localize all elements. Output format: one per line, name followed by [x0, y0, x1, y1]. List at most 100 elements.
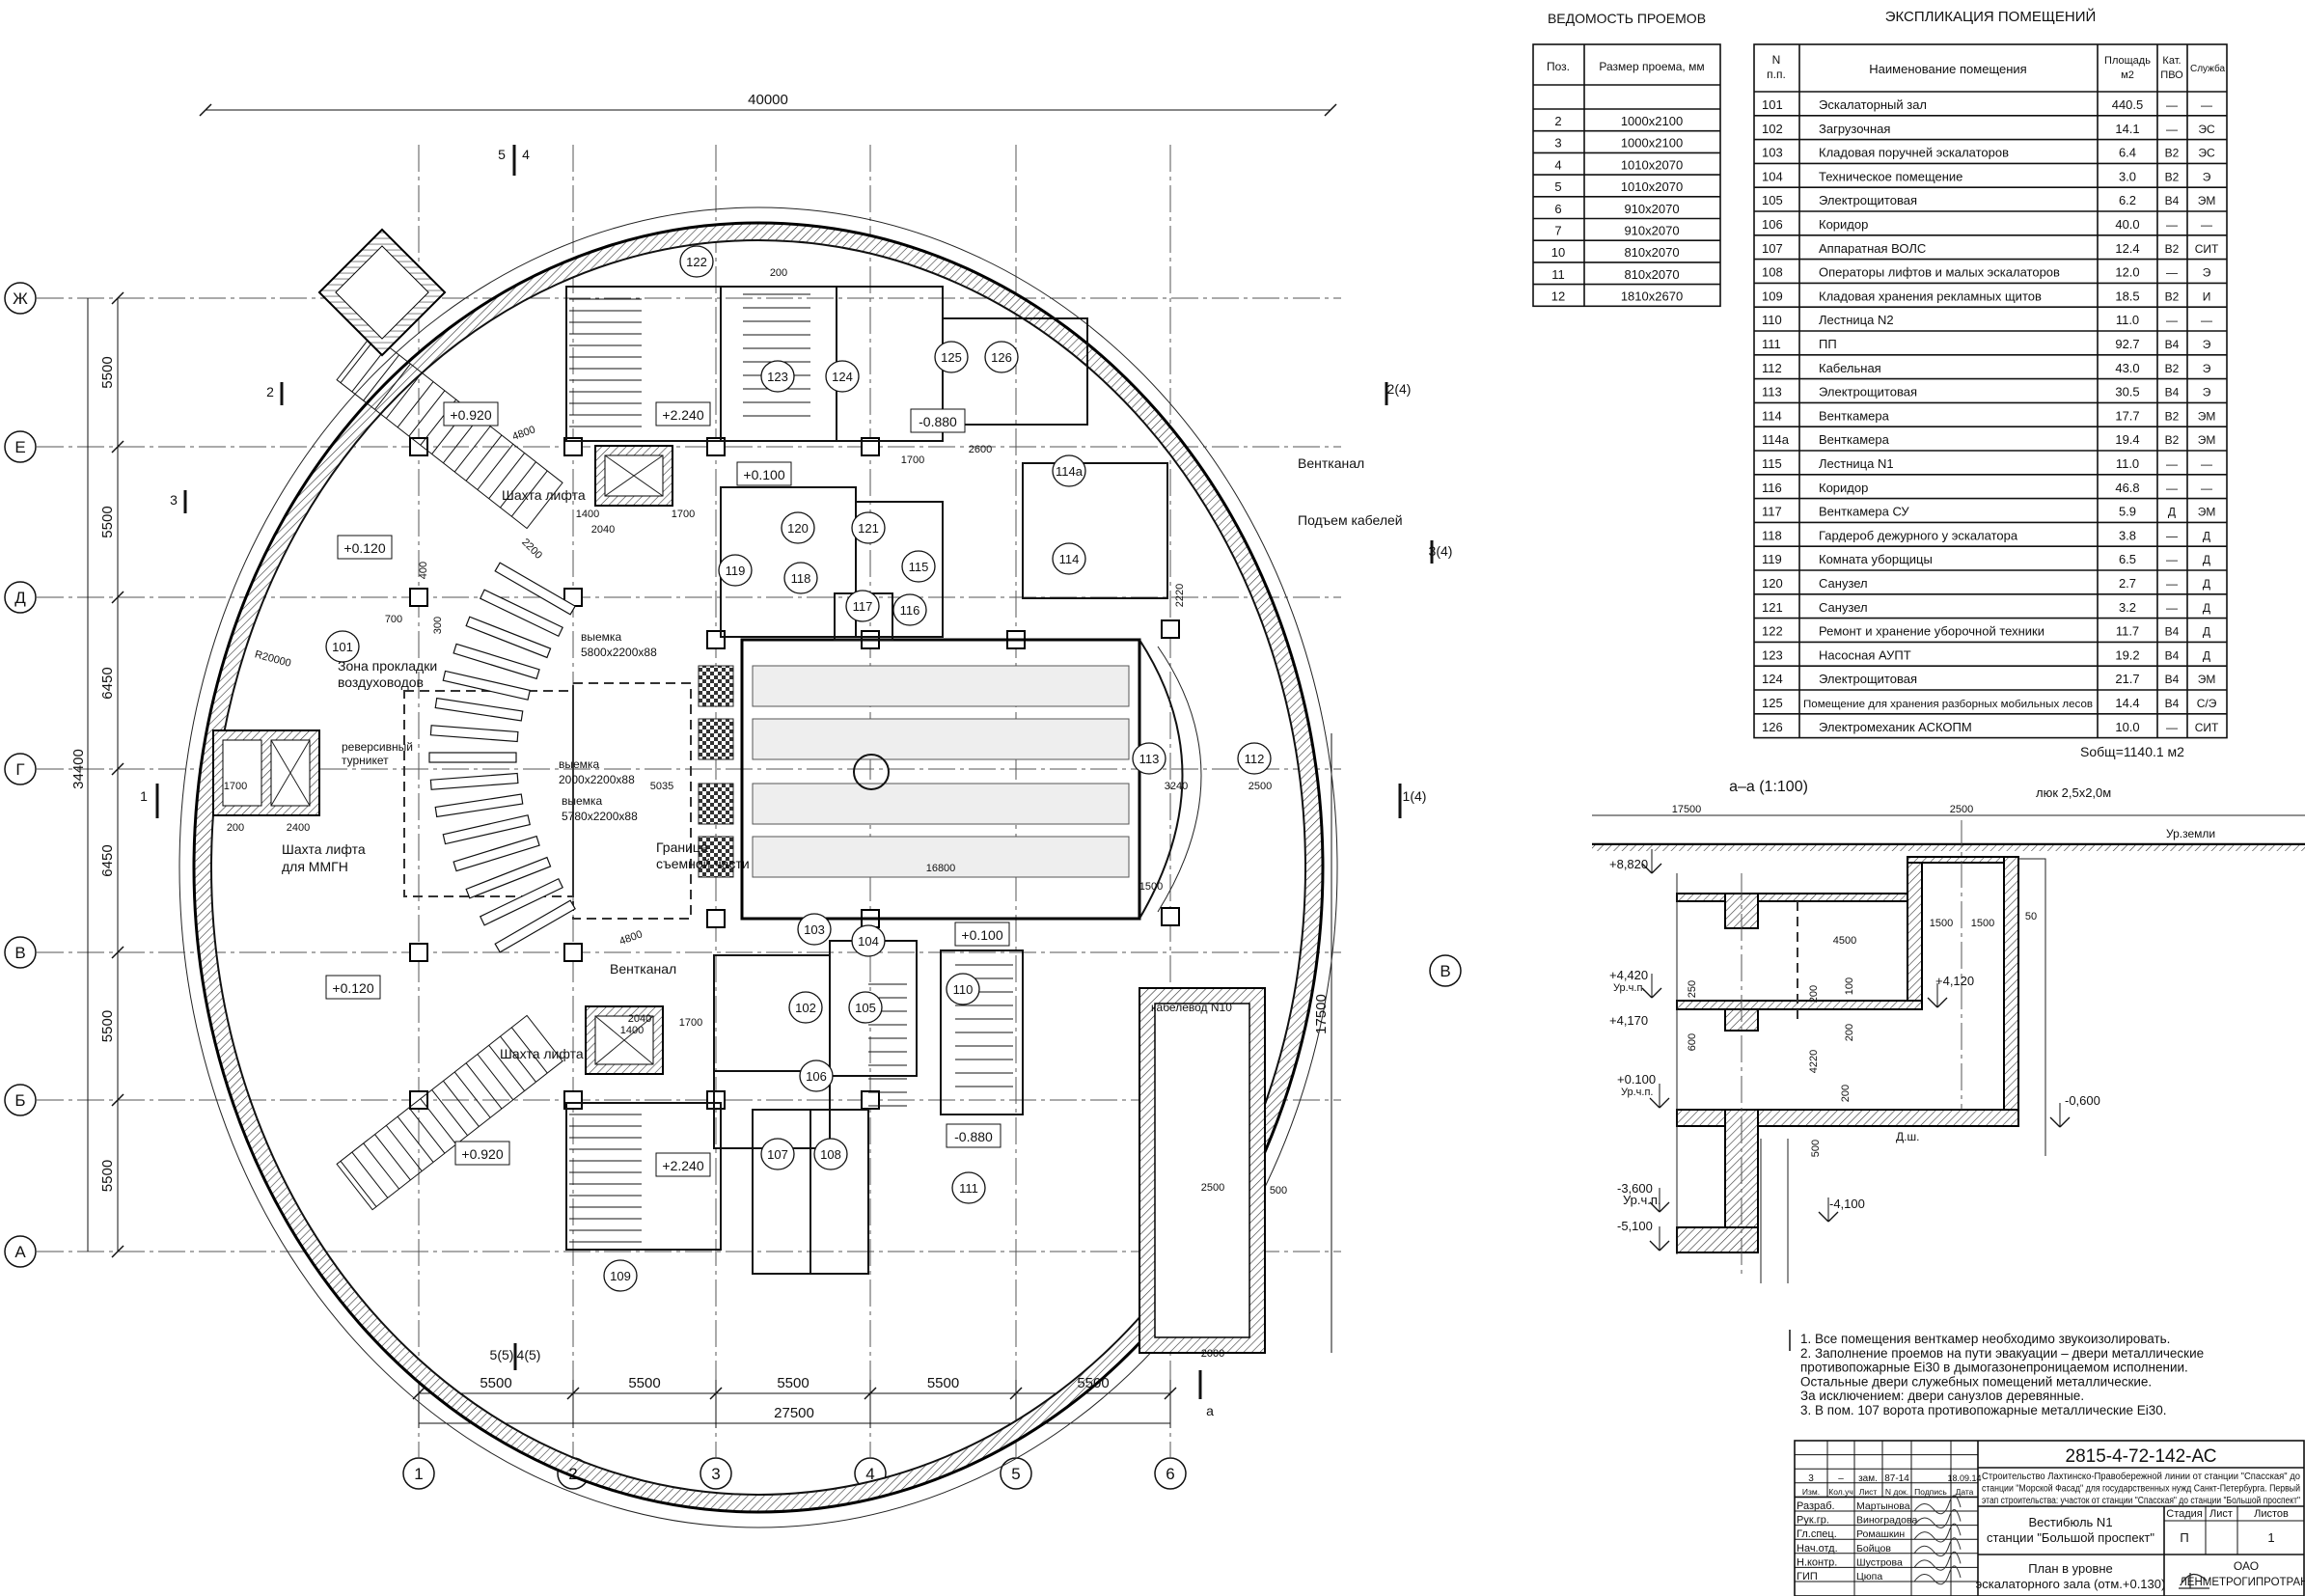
column — [1161, 619, 1180, 639]
room-category: — — [2166, 529, 2178, 542]
signature — [1913, 1537, 1962, 1557]
level-mark: +0.120 — [332, 980, 373, 996]
revision-header: Дата — [1956, 1487, 1974, 1497]
room-marker — [1052, 542, 1086, 575]
plan-dimension: 2040 — [628, 1013, 651, 1025]
company-logo-icon — [2179, 1573, 2209, 1589]
section-dimension: 100 — [1844, 977, 1855, 995]
room-number: 106 — [806, 1069, 827, 1084]
door-pos: 10 — [1551, 245, 1565, 260]
axis-row-marker — [4, 1235, 37, 1268]
room-explication-table: Nп.п.Наименование помещенияПлощадьм2Кат.… — [1753, 43, 2228, 739]
axis-row-marker — [4, 581, 37, 614]
plan-dimension: 1400 — [576, 509, 599, 520]
drawing-title: План в уровне — [2028, 1561, 2113, 1576]
room-marker — [851, 924, 886, 957]
section-cut-mark: 3(4) — [1429, 543, 1453, 559]
col-header-num: п.п. — [1767, 68, 1786, 81]
room-num: 109 — [1762, 289, 1783, 303]
room-service: Э — [2203, 266, 2211, 280]
room-service: — — [2201, 482, 2212, 495]
room-marker — [603, 1259, 638, 1292]
person-name: Шустрова — [1856, 1556, 1903, 1568]
note-line: противопожарные Ei30 в дымогазонепроница… — [1800, 1361, 2188, 1375]
room-category: В2 — [2165, 409, 2180, 423]
room-category: В2 — [2165, 170, 2180, 183]
room-number: 125 — [941, 350, 962, 365]
room-category: — — [2166, 577, 2178, 591]
axis-col-marker — [402, 1457, 435, 1490]
room-num: 101 — [1762, 97, 1783, 112]
room-category: В4 — [2165, 697, 2180, 710]
door-size: 810x2070 — [1624, 267, 1679, 282]
plan-label: Шахта лифта — [282, 841, 366, 857]
door-pos: 4 — [1554, 157, 1561, 172]
elevation-mark: -4,100 — [1829, 1197, 1865, 1211]
section-dimension: 200 — [1840, 1085, 1852, 1102]
room-category: В4 — [2165, 673, 2180, 686]
room-name: Электрощитовая — [1819, 385, 1917, 399]
level-mark: +0.920 — [450, 407, 491, 423]
stage-value: П — [2180, 1530, 2188, 1545]
right-dim: 17500 — [1313, 994, 1330, 1034]
door-size: 1810x2670 — [1621, 289, 1683, 304]
plan-dimension: 500 — [1270, 1185, 1287, 1197]
col-header-cat: ПВО — [2160, 69, 2183, 81]
column — [706, 909, 726, 928]
section-cut-mark: 5 — [498, 147, 506, 162]
room-num: 111 — [1762, 337, 1781, 351]
object-name: Вестибюль N1 — [2028, 1515, 2112, 1529]
object-name: станции "Большой проспект" — [1987, 1530, 2154, 1545]
room-number: 104 — [858, 934, 879, 949]
overall-width-dim: 40000 — [748, 92, 788, 108]
room-area: 6.2 — [2119, 193, 2136, 207]
room-service: ЭС — [2198, 123, 2215, 136]
room-area: 3.2 — [2119, 600, 2136, 615]
room-service: Э — [2203, 362, 2211, 375]
axis-row-label: Е — [14, 438, 25, 456]
signature — [1913, 1509, 1962, 1528]
room-category: В4 — [2165, 625, 2180, 639]
lift-shaft-top — [594, 445, 673, 507]
vent-shaft-inner — [1154, 1003, 1250, 1338]
room-service: СИТ — [2195, 242, 2219, 256]
column — [563, 437, 583, 456]
room-area: 19.2 — [2115, 647, 2139, 662]
axis-row-marker — [4, 753, 37, 785]
room-number: 114 — [1059, 552, 1080, 566]
role-label: Нач.отд. — [1797, 1543, 1838, 1555]
plan-dimension: 1700 — [679, 1017, 702, 1029]
room-service: И — [2203, 289, 2211, 303]
column — [861, 437, 880, 456]
plan-label: Подъем кабелей — [1298, 512, 1403, 528]
room-area: 21.7 — [2115, 672, 2139, 686]
section-dimension: 1500 — [1971, 918, 1994, 929]
elevation-mark: +4,170 — [1609, 1013, 1648, 1028]
room-service: ЭМ — [2198, 673, 2216, 686]
room-name: Коридор — [1819, 481, 1868, 495]
section-cut-mark: 1(4) — [1403, 788, 1427, 804]
plan-label: Шахта лифта — [502, 487, 586, 503]
room-name: Помещение для хранения разборных мобильн… — [1803, 699, 2093, 710]
level-mark: +2.240 — [662, 1158, 703, 1173]
plan-label: воздуховодов — [338, 674, 424, 690]
room-area: 18.5 — [2115, 289, 2139, 303]
room-area: 10.0 — [2115, 720, 2139, 734]
room-category: Д — [2168, 506, 2176, 519]
column — [563, 1090, 583, 1110]
room-num: 104 — [1762, 169, 1783, 183]
elevation-mark: Ур.ч.п. — [1613, 982, 1645, 994]
room-num: 123 — [1762, 647, 1783, 662]
plan-label: выемка — [559, 757, 599, 771]
room-service: — — [2201, 314, 2212, 327]
section-cut-mark: а — [1206, 1403, 1214, 1418]
room-name: Операторы лифтов и малых эскалаторов — [1819, 265, 2060, 280]
room-area: 12.4 — [2115, 241, 2139, 256]
plan-dimension: 16800 — [926, 863, 956, 874]
section-note: Д.ш. — [1896, 1130, 1919, 1143]
door-pos: 2 — [1554, 114, 1561, 128]
